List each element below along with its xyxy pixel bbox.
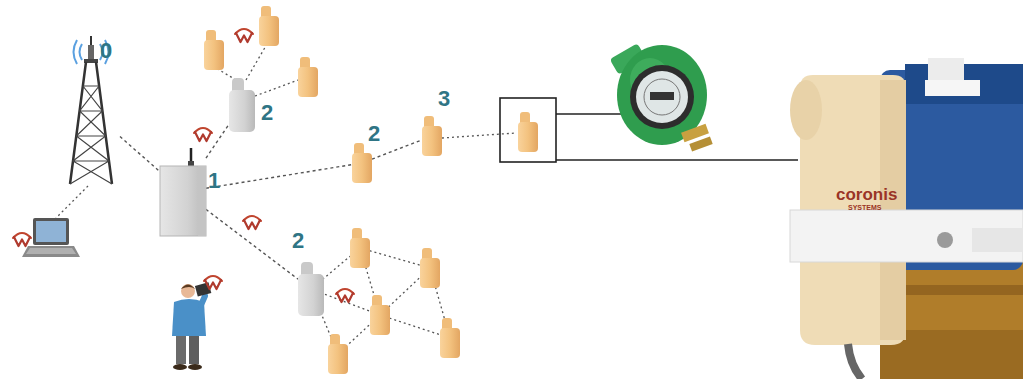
radio-link — [360, 248, 430, 268]
meter-photo — [790, 210, 1023, 262]
water-meter — [636, 71, 688, 123]
radio-link — [442, 133, 516, 138]
device-node: 3 — [422, 116, 442, 156]
device-node: 2 — [352, 143, 372, 183]
laptop — [33, 218, 69, 245]
wavenis-logo — [336, 289, 354, 302]
person — [181, 284, 195, 298]
radio-link — [120, 137, 160, 172]
radio-module — [440, 318, 460, 358]
meter-photo — [937, 232, 953, 248]
radio-module — [259, 6, 279, 46]
device-icon — [352, 143, 372, 183]
device-node: 2 — [298, 262, 324, 316]
callout-number: 1 — [208, 170, 220, 192]
device-icon — [352, 143, 372, 183]
device-icon — [70, 36, 112, 184]
radio-module — [298, 57, 318, 97]
radio-link — [206, 209, 298, 279]
person — [176, 336, 186, 364]
brand-label: coronis — [836, 186, 897, 203]
radio-link — [246, 44, 267, 80]
water-meter — [689, 136, 712, 151]
device-icon — [422, 116, 442, 156]
meter-photo — [848, 344, 862, 379]
device-icon — [229, 78, 255, 132]
wavenis-logo — [13, 29, 354, 302]
laptop — [26, 248, 76, 254]
water-meter — [630, 65, 694, 129]
leader-line — [556, 113, 628, 115]
device-icon — [160, 148, 206, 236]
person — [188, 364, 202, 370]
person — [173, 364, 187, 370]
meter-photo — [790, 80, 822, 140]
leader-line — [556, 159, 798, 161]
radio-link — [56, 186, 88, 218]
meter-photo — [790, 58, 1023, 379]
callout-number: 2 — [292, 230, 304, 252]
device-icon — [229, 78, 255, 132]
callout-number: 2 — [261, 102, 273, 124]
brand-label: SYSTEMS — [848, 204, 881, 211]
device-icon — [298, 262, 324, 316]
device-icon — [160, 148, 206, 236]
wavenis-logo — [243, 216, 261, 229]
person — [189, 336, 199, 364]
radio-link — [255, 80, 298, 96]
wavenis-logo — [204, 276, 222, 289]
radio-module — [420, 248, 440, 288]
meter-photo — [925, 80, 980, 96]
water-meter — [650, 92, 674, 100]
meter-photo — [972, 228, 1023, 252]
person — [201, 296, 205, 305]
device-icon — [422, 116, 442, 156]
device-node: 0 — [62, 36, 120, 186]
callout-number: 0 — [100, 40, 112, 62]
radio-module — [328, 334, 348, 374]
meter-photo — [928, 58, 964, 80]
callout-number: 3 — [438, 88, 450, 110]
radio-module — [370, 295, 390, 335]
radio-link — [206, 165, 352, 189]
laptop — [36, 221, 66, 242]
person — [181, 285, 195, 290]
device-node: 2 — [229, 78, 255, 132]
zoom-frame — [500, 98, 556, 162]
radio-link — [380, 315, 450, 338]
device-icon — [298, 262, 324, 316]
person — [172, 282, 211, 370]
wavenis-logo — [194, 128, 212, 141]
wavenis-logo — [13, 233, 31, 246]
callout-number: 2 — [368, 123, 380, 145]
radio-module — [204, 6, 538, 374]
radio-link — [56, 44, 516, 354]
radio-module — [518, 112, 538, 152]
radio-module — [350, 228, 370, 268]
device-node: 1 — [160, 148, 206, 236]
water-meter — [644, 79, 680, 115]
water-meter — [610, 43, 713, 151]
radio-link — [206, 124, 229, 158]
radio-module — [204, 30, 224, 70]
wavenis-logo — [235, 29, 253, 42]
laptop — [22, 246, 80, 257]
